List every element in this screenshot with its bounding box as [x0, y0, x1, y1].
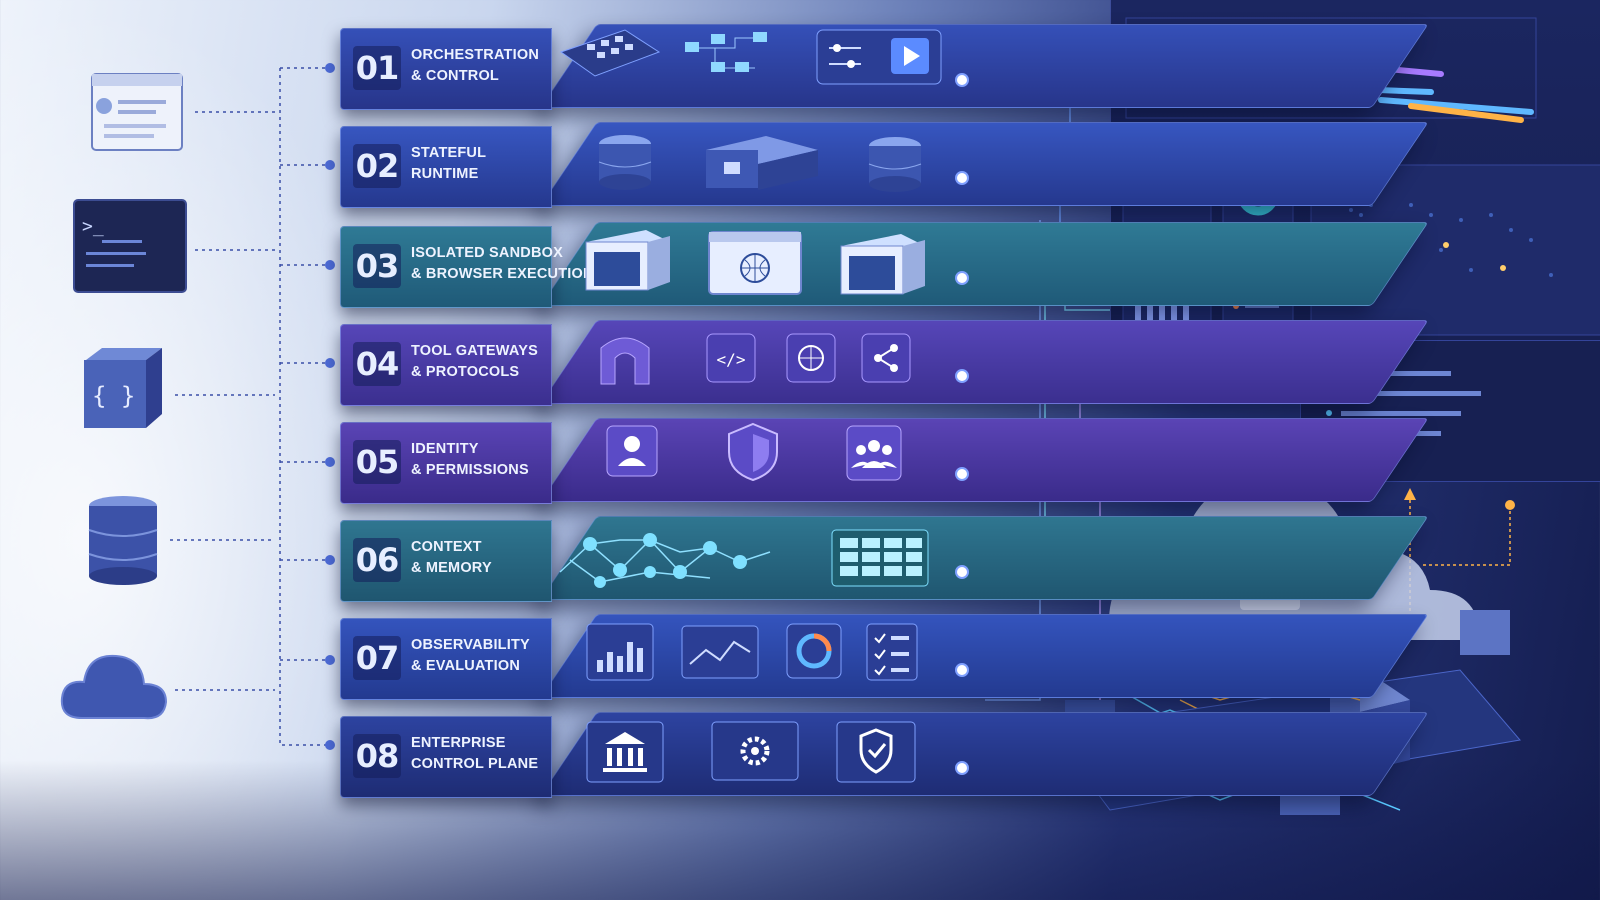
layer-number: 04 — [353, 342, 401, 386]
layer-title-line-1: CONTEXT — [411, 539, 482, 555]
layer-title-line-2: & PERMISSIONS — [411, 462, 529, 478]
layer-platform — [540, 712, 1429, 796]
layer-label-block: 07 OBSERVABILITY & EVALUATION — [340, 618, 552, 700]
graph-network-icon — [550, 522, 790, 596]
layer-platform — [540, 614, 1429, 698]
layer-03: 03 ISOLATED SANDBOX & BROWSER EXECUTION — [340, 218, 1429, 308]
layer-title-line-1: IDENTITY — [411, 441, 479, 457]
layer-title-line-2: & BROWSER EXECUTION — [411, 266, 594, 282]
layer-title-line-1: OBSERVABILITY — [411, 637, 530, 653]
layer-number: 01 — [353, 46, 401, 90]
cloud-icon — [58, 640, 170, 734]
layer-title-line-2: RUNTIME — [411, 166, 479, 182]
layer-01: 01 ORCHESTRATION & CONTROL — [340, 20, 1429, 110]
layer-number: 03 — [353, 244, 401, 288]
layer-label-block: 04 TOOL GATEWAYS & PROTOCOLS — [340, 324, 552, 406]
database-icon — [86, 494, 160, 590]
layer-07: 07 OBSERVABILITY & EVALUATION — [340, 610, 1429, 700]
layer-label-block: 06 CONTEXT & MEMORY — [340, 520, 552, 602]
layer-06: 06 CONTEXT & MEMORY — [340, 512, 1429, 602]
browser-window-icon — [90, 72, 186, 158]
layer-label-block: 01 ORCHESTRATION & CONTROL — [340, 28, 552, 110]
layer-08: 08 ENTERPRISE CONTROL PLANE — [340, 708, 1429, 798]
globe-icon — [785, 332, 837, 388]
connector-node — [954, 564, 970, 584]
share-nodes-icon — [860, 332, 912, 388]
layer-title-line-2: & PROTOCOLS — [411, 364, 520, 380]
connector-node — [954, 72, 970, 92]
layer-label-block: 03 ISOLATED SANDBOX & BROWSER EXECUTION — [340, 226, 594, 308]
layer-04: 04 TOOL GATEWAYS & PROTOCOLS </> — [340, 316, 1429, 406]
layer-05: 05 IDENTITY & PERMISSIONS — [340, 414, 1429, 504]
connector-node — [954, 170, 970, 190]
shield-icon — [725, 420, 781, 488]
layer-platform — [540, 24, 1429, 108]
connector-node — [954, 270, 970, 290]
sandbox-box-icon — [835, 230, 931, 304]
shield-check-icon — [835, 720, 917, 788]
layer-title-line-1: ISOLATED SANDBOX — [411, 245, 563, 261]
layer-label-block: 02 STATEFUL RUNTIME — [340, 126, 552, 208]
code-cube-icon: { } — [76, 344, 168, 438]
layer-02: 02 STATEFUL RUNTIME — [340, 118, 1429, 208]
layer-title-line-2: & CONTROL — [411, 68, 499, 84]
play-button-icon — [815, 26, 945, 92]
layer-platform — [540, 418, 1429, 502]
runtime-box-icon — [700, 132, 824, 198]
layer-number: 06 — [353, 538, 401, 582]
layer-title: ISOLATED SANDBOX & BROWSER EXECUTION — [411, 243, 594, 285]
layer-platform — [540, 122, 1429, 206]
team-icon — [845, 424, 903, 486]
layer-title-line-1: ORCHESTRATION — [411, 47, 539, 63]
layer-number: 02 — [353, 144, 401, 188]
workflow-nodes-icon — [675, 28, 775, 92]
gear-icon — [710, 720, 800, 786]
terminal-icon: >_ — [72, 198, 190, 302]
connector-node — [954, 466, 970, 486]
memory-grid-icon — [830, 528, 930, 592]
connector-node — [954, 662, 970, 682]
layer-number: 08 — [353, 734, 401, 778]
layer-title: ENTERPRISE CONTROL PLANE — [411, 733, 551, 775]
line-chart-icon — [680, 624, 760, 684]
layer-title: OBSERVABILITY & EVALUATION — [411, 635, 551, 677]
gateway-arch-icon — [595, 328, 655, 392]
layer-number: 05 — [353, 440, 401, 484]
layer-title-line-1: ENTERPRISE — [411, 735, 506, 751]
layer-title: IDENTITY & PERMISSIONS — [411, 439, 551, 481]
layer-title: ORCHESTRATION & CONTROL — [411, 45, 551, 87]
user-icon — [605, 424, 659, 482]
layer-number: 07 — [353, 636, 401, 680]
layer-title-line-1: TOOL GATEWAYS — [411, 343, 538, 359]
storage-icon — [865, 134, 925, 200]
gauge-icon — [785, 622, 843, 684]
layer-title-line-2: & MEMORY — [411, 560, 492, 576]
layer-title-line-2: & EVALUATION — [411, 658, 520, 674]
sandbox-box-icon — [580, 226, 676, 300]
layer-title: CONTEXT & MEMORY — [411, 537, 551, 579]
layer-label-block: 05 IDENTITY & PERMISSIONS — [340, 422, 552, 504]
layer-platform — [540, 320, 1429, 404]
bank-icon — [585, 720, 665, 788]
checklist-icon — [865, 622, 919, 686]
layer-label-block: 08 ENTERPRISE CONTROL PLANE — [340, 716, 552, 798]
layer-title: STATEFUL RUNTIME — [411, 143, 551, 185]
bar-chart-icon — [585, 622, 655, 686]
storage-icon — [595, 132, 655, 198]
svg-text:>_: >_ — [82, 216, 104, 237]
globe-window-icon — [705, 228, 805, 302]
control-panel-icon — [555, 22, 665, 86]
code-icon: </> — [705, 332, 757, 388]
layer-title: TOOL GATEWAYS & PROTOCOLS — [411, 341, 551, 383]
connector-node — [954, 368, 970, 388]
svg-text:</>: </> — [717, 350, 746, 369]
layer-title-line-2: CONTROL PLANE — [411, 756, 539, 772]
connector-node — [954, 760, 970, 780]
layer-title-line-1: STATEFUL — [411, 145, 487, 161]
svg-text:{ }: { } — [92, 382, 135, 410]
